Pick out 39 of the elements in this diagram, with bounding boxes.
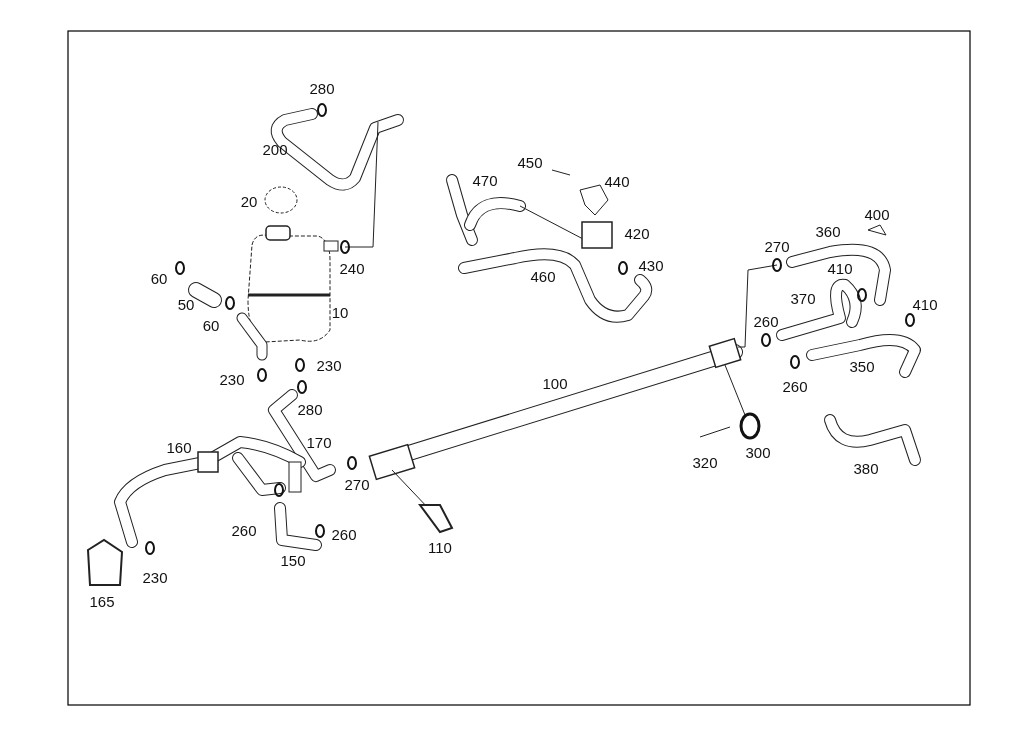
callout-number: 470 [472, 172, 498, 188]
callout-number: 230 [219, 371, 245, 387]
callout-number: 260 [331, 526, 357, 542]
callout-number: 230 [316, 357, 342, 373]
callout-number: 400 [864, 206, 890, 222]
callout-number: 440 [604, 173, 630, 189]
callout-number: 270 [764, 238, 790, 254]
callout-number: 450 [517, 154, 543, 170]
callout-number: 420 [624, 225, 650, 241]
callout-number: 260 [753, 313, 779, 329]
callout-number: 280 [297, 401, 323, 417]
callout-number: 300 [745, 444, 771, 460]
callout-number: 320 [692, 454, 718, 470]
callout-number: 60 [202, 317, 220, 333]
callout-number: 100 [542, 375, 568, 391]
callout-number: 50 [177, 296, 195, 312]
callout-number: 10 [331, 304, 349, 320]
callout-number: 110 [428, 539, 452, 555]
callout-number: 60 [150, 270, 168, 286]
callout-number: 260 [782, 378, 808, 394]
callout-number: 20 [240, 193, 258, 209]
callout-number: 260 [231, 522, 257, 538]
callout-number: 410 [827, 260, 853, 276]
callout-number: 360 [815, 223, 841, 239]
callout-number: 280 [309, 80, 335, 96]
callout-number: 410 [912, 296, 938, 312]
callout-number: 230 [142, 569, 168, 585]
callout-number: 460 [530, 268, 556, 284]
callout-number: 170 [306, 434, 332, 450]
callout-number: 370 [790, 290, 816, 306]
callout-number: 150 [280, 552, 306, 568]
callout-number: 270 [344, 476, 370, 492]
callout-number: 160 [166, 439, 192, 455]
callout-number: 430 [638, 257, 664, 273]
callout-number: 200 [262, 141, 288, 157]
callout-number: 350 [849, 358, 875, 374]
callout-number: 380 [853, 460, 879, 476]
callout-number: 165 [89, 593, 115, 609]
callout-number: 240 [339, 260, 365, 276]
